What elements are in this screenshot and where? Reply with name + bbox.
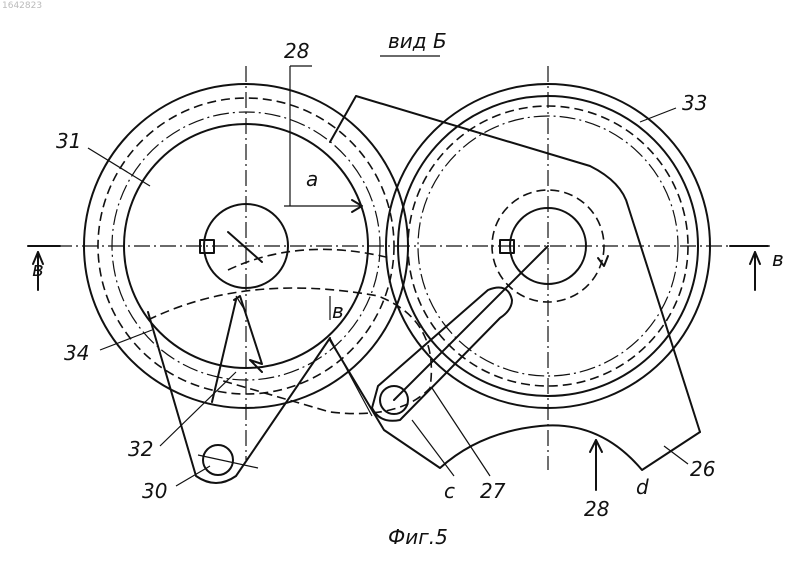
label-26: 26 bbox=[690, 457, 715, 481]
view-title: вид Б bbox=[388, 29, 447, 53]
label-30: 30 bbox=[142, 479, 167, 503]
label-27: 27 bbox=[480, 479, 506, 503]
label-32: 32 bbox=[128, 437, 153, 461]
label-b-left: в bbox=[32, 257, 44, 281]
label-28-bottom: 28 bbox=[584, 497, 609, 521]
arm-30 bbox=[148, 296, 330, 483]
label-c: c bbox=[444, 479, 455, 503]
housing-plate-26 bbox=[330, 96, 700, 470]
leader-lines bbox=[88, 108, 688, 486]
label-31: 31 bbox=[56, 129, 81, 153]
label-34: 34 bbox=[64, 341, 89, 365]
label-b-mid: в bbox=[332, 299, 344, 323]
label-33: 33 bbox=[682, 91, 707, 115]
figure-caption: Фиг.5 bbox=[388, 525, 448, 549]
label-d: d bbox=[636, 475, 649, 499]
label-b-right: в bbox=[772, 247, 784, 271]
label-28-top: 28 bbox=[284, 39, 309, 63]
label-a: a bbox=[306, 167, 318, 191]
serial-number: 1642823 bbox=[2, 1, 42, 11]
arrow-28-bottom bbox=[590, 440, 602, 490]
right-wheel-33 bbox=[386, 66, 710, 470]
